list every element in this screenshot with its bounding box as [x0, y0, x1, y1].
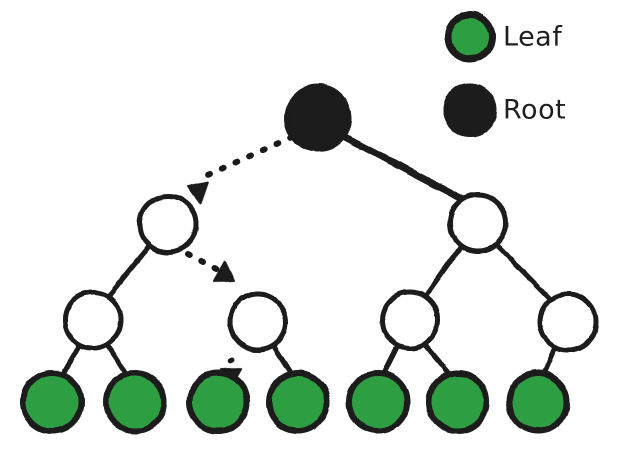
legend-swatch-leaf-icon	[444, 11, 496, 63]
tree-edge	[105, 342, 131, 379]
tree-node-leaf[interactable]	[346, 370, 410, 434]
traversal-arrowhead	[187, 181, 210, 205]
tree-edge	[380, 342, 401, 378]
tree-node-leaf[interactable]	[186, 370, 250, 434]
tree-edge	[422, 342, 453, 378]
legend-label-leaf: Leaf	[503, 22, 563, 53]
tree-edges-layer	[59, 133, 559, 379]
tree-node-internal[interactable]	[137, 193, 199, 255]
legend-item-leaf: Leaf	[444, 11, 563, 63]
traversal-arrow-line	[225, 357, 235, 365]
tree-edge	[493, 241, 554, 303]
tree-node-root[interactable]	[284, 84, 352, 152]
tree-edge	[422, 242, 465, 300]
tree-node-leaf[interactable]	[266, 370, 330, 434]
traversal-arrow	[187, 134, 295, 205]
tree-edge	[340, 133, 470, 205]
tree-node-internal[interactable]	[537, 291, 599, 353]
tree-node-internal[interactable]	[379, 289, 441, 351]
tree-edge	[270, 342, 295, 378]
traversal-arrow-line	[185, 251, 225, 275]
tree-node-leaf[interactable]	[506, 370, 570, 434]
tree-node-leaf[interactable]	[426, 370, 490, 434]
tree-edge	[59, 342, 83, 379]
traversal-arrow-line	[198, 134, 295, 181]
legend-label-root: Root	[503, 95, 566, 126]
tree-node-leaf[interactable]	[103, 370, 167, 434]
tree-edge	[540, 342, 559, 378]
tree-nodes-layer	[20, 84, 599, 434]
traversal-arrowhead	[212, 260, 235, 283]
tree-node-internal[interactable]	[447, 192, 509, 254]
tree-node-internal[interactable]	[62, 289, 124, 351]
tree-edge	[105, 242, 153, 299]
traversal-arrow	[185, 251, 235, 283]
tree-node-internal[interactable]	[227, 291, 289, 353]
legend-swatch-root-icon	[443, 83, 497, 137]
legend-item-root: Root	[443, 83, 566, 137]
tree-node-leaf[interactable]	[20, 370, 84, 434]
